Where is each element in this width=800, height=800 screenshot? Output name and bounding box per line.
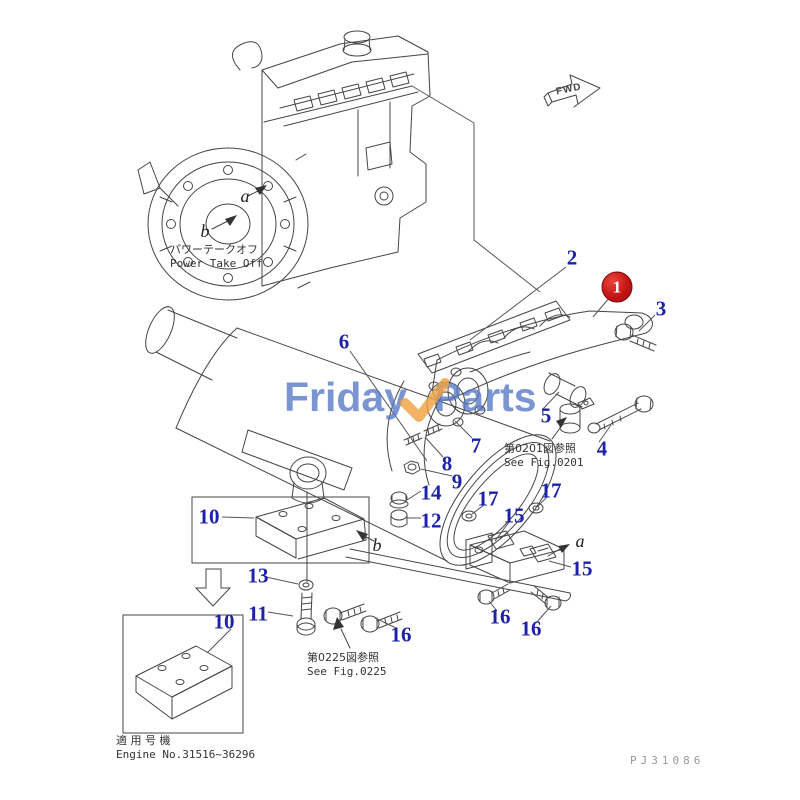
- see-fig-0225-jp: 第0225図参照: [307, 651, 379, 664]
- part-callout-16c[interactable]: 16: [390, 622, 412, 647]
- part-callout-12[interactable]: 12: [420, 508, 442, 533]
- part-callout-11[interactable]: 11: [248, 601, 268, 626]
- view-marker-b-bracket: b: [372, 535, 382, 555]
- fridayparts-watermark: Friday Parts: [284, 372, 537, 422]
- part-callout-8[interactable]: 8: [441, 451, 453, 476]
- view-marker-b-engine: b: [200, 221, 210, 241]
- see-fig-0201-jp: 第0201図参照: [504, 442, 576, 455]
- engine-drawing: [138, 31, 430, 300]
- part-callout-7[interactable]: 7: [470, 433, 482, 458]
- see-fig-0201-note: 第0201図参照 See Fig.0201: [504, 442, 583, 471]
- view-marker-a-bracket: a: [575, 531, 585, 551]
- part-callout-13[interactable]: 13: [247, 563, 269, 588]
- part-callout-4[interactable]: 4: [596, 436, 608, 461]
- part-callout-3[interactable]: 3: [655, 296, 667, 321]
- applicability-en: Engine No.31516~36296: [116, 748, 256, 762]
- power-take-off-label-en: Power Take Off: [170, 257, 263, 271]
- part-callout-6[interactable]: 6: [338, 329, 350, 354]
- see-fig-0225-en: See Fig.0225: [307, 665, 387, 679]
- muffler-drawing: [140, 303, 576, 584]
- part-callout-16a[interactable]: 16: [489, 604, 511, 629]
- part-callout-17a[interactable]: 17: [477, 486, 499, 511]
- drawing-code: PJ31086: [630, 754, 705, 767]
- power-take-off-label: パワーテークオフ Power Take Off: [170, 243, 263, 272]
- part-callout-10-detail[interactable]: 10: [213, 609, 235, 634]
- part-callout-17b[interactable]: 17: [540, 478, 562, 503]
- part-callout-1-highlighted[interactable]: 1: [601, 271, 633, 303]
- see-fig-0201-en: See Fig.0201: [504, 456, 584, 470]
- muffler-bracket-drawing: [192, 497, 571, 648]
- part-callout-10[interactable]: 10: [198, 504, 220, 529]
- part-callout-5[interactable]: 5: [540, 403, 552, 428]
- fwd-arrow-shape: [544, 75, 600, 107]
- applicability-note: 適 用 号 機 Engine No.31516~36296: [116, 734, 255, 763]
- part-callout-14[interactable]: 14: [420, 480, 442, 505]
- leader-lines: [207, 267, 655, 653]
- bracket-detail-box: [123, 615, 243, 733]
- view-marker-a-engine: a: [240, 186, 250, 206]
- part-callout-9[interactable]: 9: [451, 469, 463, 494]
- checkmark-icon: [400, 378, 450, 422]
- power-take-off-label-jp: パワーテークオフ: [170, 243, 258, 256]
- pipe-clamp-bracket-drawing: [462, 503, 570, 610]
- watermark-text-parts: Parts: [434, 373, 537, 420]
- applicability-jp: 適 用 号 機: [116, 734, 171, 747]
- engine-to-manifold-line: [412, 86, 540, 292]
- part-callout-2[interactable]: 2: [566, 245, 578, 270]
- part-callout-16b[interactable]: 16: [520, 616, 542, 641]
- part-callout-15b[interactable]: 15: [571, 556, 593, 581]
- see-fig-0225-note: 第0225図参照 See Fig.0225: [307, 651, 386, 680]
- watermark-text-friday: Friday: [284, 373, 408, 420]
- detail-callout-arrow: [196, 569, 230, 606]
- part-callout-15a[interactable]: 15: [503, 503, 525, 528]
